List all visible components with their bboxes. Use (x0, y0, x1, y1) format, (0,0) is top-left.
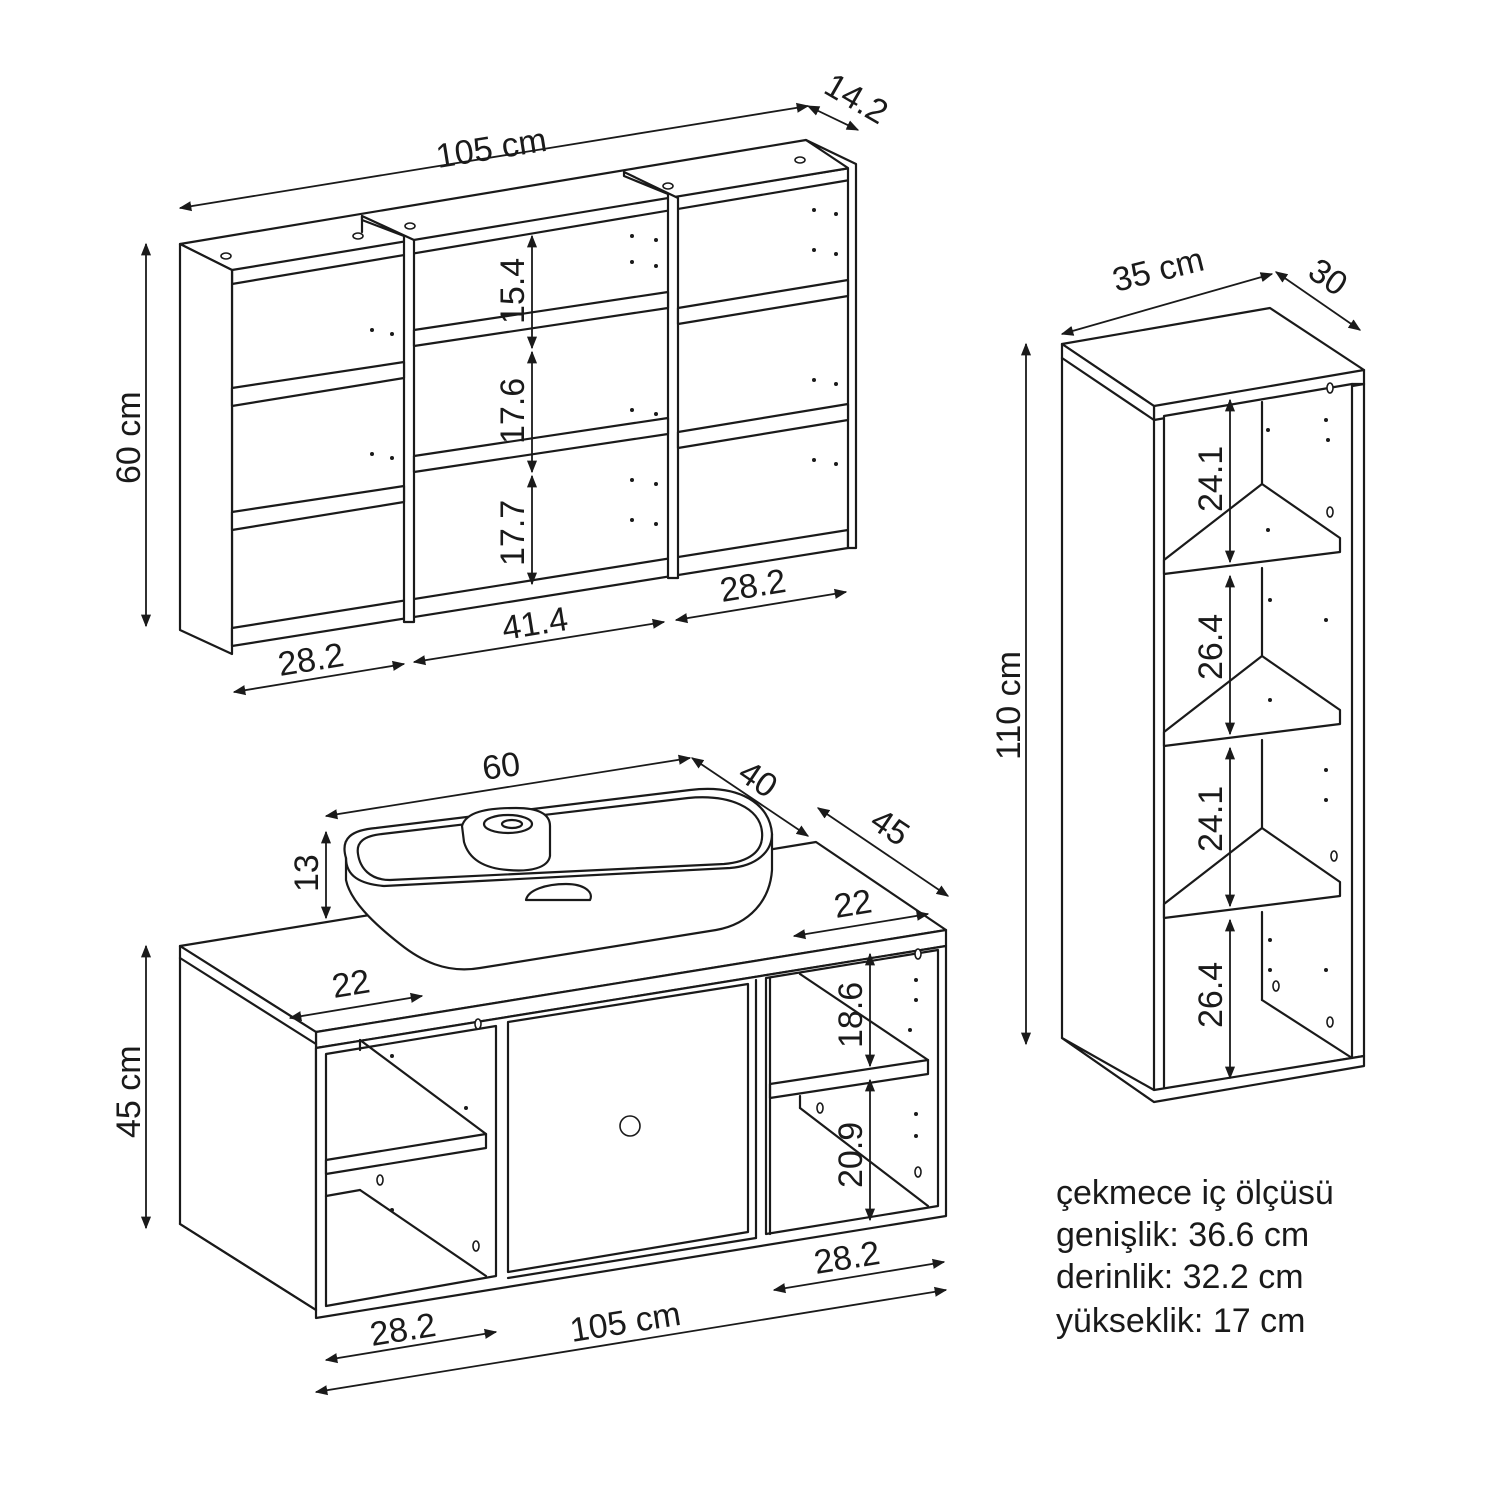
drawer-note-title: çekmece iç ölçüsü (1056, 1174, 1334, 1212)
vanity-right-compartment (764, 948, 940, 1236)
top-left-label: 22 (329, 962, 372, 1005)
wall-shelf-width-dim (178, 102, 810, 212)
tall-cabinet-peg-holes (1266, 418, 1330, 972)
tall-cabinet-shelf-3 (1162, 826, 1342, 920)
tall-cabinet-width-label: 35 cm (1109, 240, 1208, 299)
tall-cabinet-depth-dim (1274, 271, 1362, 331)
vanity-peg-holes (390, 978, 918, 1212)
basin-height-label: 13 (288, 854, 326, 892)
tall-cabinet-shelf-height-4: 26.4 (1192, 962, 1230, 1028)
wall-shelf-right-panel (804, 138, 858, 550)
tall-cabinet-bottom (1060, 1036, 1366, 1104)
vanity-height-label: 45 cm (110, 1045, 148, 1138)
wall-shelf-section-dim-right (674, 588, 848, 624)
top-right-label: 22 (831, 882, 874, 925)
tall-cabinet-shelf-1 (1162, 482, 1342, 576)
drawer-note-width: genişlik: 36.6 cm (1056, 1216, 1309, 1254)
vanity-left-compartment (324, 1024, 498, 1308)
tall-cabinet-left-panel (1060, 342, 1156, 1104)
tall-cabinet-width-dim (1060, 272, 1274, 336)
wall-shelf-section-dim-left (232, 660, 406, 696)
vanity-basin-drain (524, 882, 592, 902)
wall-shelf-shelf-height-3: 17.7 (494, 500, 532, 566)
right-shelf-height-1: 18.6 (832, 982, 870, 1048)
wall-shelf-left-panel (178, 242, 234, 656)
drawer-note-height: yükseklik: 17 cm (1056, 1302, 1305, 1340)
vanity-basin-rim (344, 832, 774, 888)
basin-depth-dim (690, 757, 810, 837)
wall-shelf-peg-holes (370, 208, 838, 526)
basin-width-dim (324, 754, 692, 820)
cabinet-depth-label: 45 (864, 801, 917, 854)
drawer-note-depth: derinlik: 32.2 cm (1056, 1258, 1304, 1296)
tall-cabinet-height-label: 110 cm (990, 651, 1028, 760)
drawer-knob[interactable] (619, 1115, 641, 1137)
top-right-dim (792, 910, 930, 940)
tall-cabinet-shelf-2 (1162, 654, 1342, 748)
vanity-right-width-dim (772, 1258, 946, 1294)
wall-shelf-depth-label: 14.2 (818, 66, 894, 132)
vanity (178, 787, 948, 1320)
wall-shelf-depth-dim (806, 105, 860, 131)
wall-shelf-height-label: 60 cm (110, 391, 148, 484)
wall-shelf-section-width-middle: 41.4 (499, 600, 570, 648)
wall-shelf-section-dim-middle (412, 618, 666, 666)
cabinet-depth-dim (816, 807, 950, 897)
wall-shelf-width-label: 105 cm (433, 121, 549, 176)
drawer-note: çekmece iç ölçüsü genişlik: 36.6 cm deri… (1056, 1174, 1334, 1340)
tall-cabinet-shelf-height-2: 26.4 (1192, 614, 1230, 680)
basin-width-label: 60 (480, 745, 523, 788)
tall-cabinet-shelf-height-3: 24.1 (1192, 786, 1230, 852)
tall-cabinet-shelf-height-1: 24.1 (1192, 446, 1230, 512)
top-left-dim (288, 992, 424, 1022)
wall-shelf-shelf-height-1: 15.4 (494, 258, 532, 324)
wall-shelf (178, 138, 858, 656)
right-shelf-height-2: 20.9 (832, 1122, 870, 1188)
vanity-total-width-dim (314, 1286, 948, 1396)
vanity-left-width-label: 28.2 (367, 1306, 438, 1354)
wall-shelf-shelf-height-2: 17.6 (494, 378, 532, 444)
wall-shelf-section-width-left: 28.2 (275, 636, 346, 684)
